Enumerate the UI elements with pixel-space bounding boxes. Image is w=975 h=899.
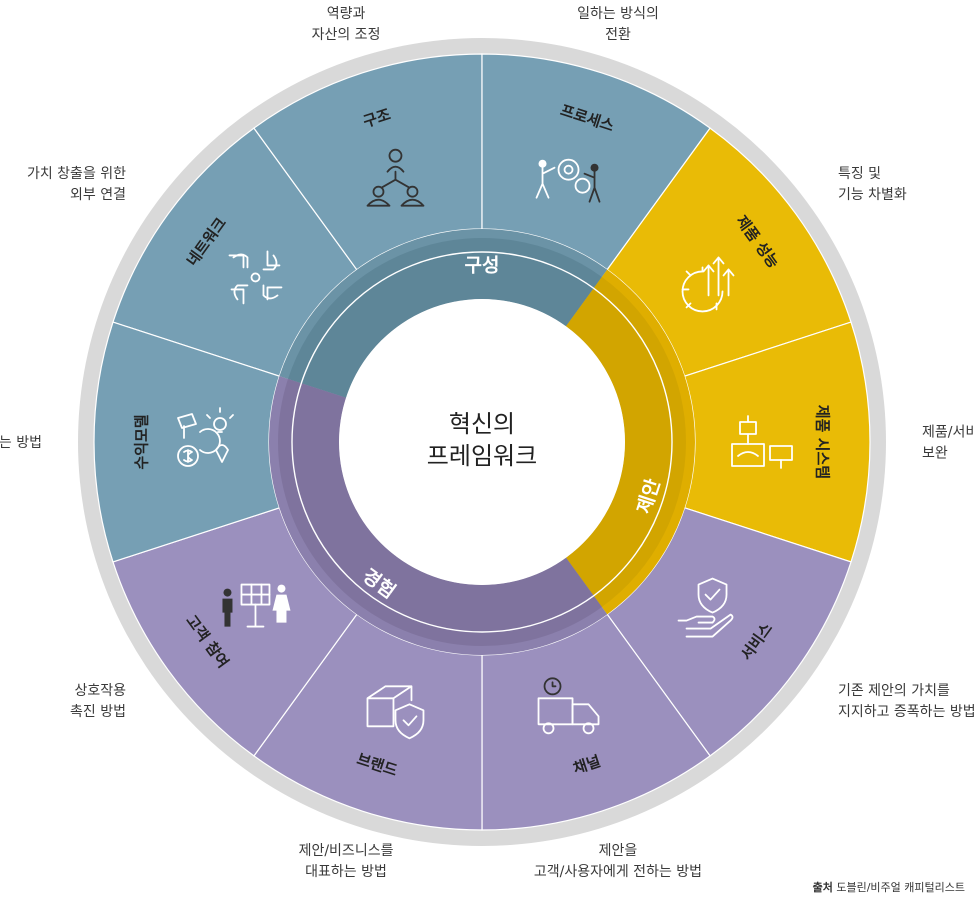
ring-label-1: 구성 [465,255,500,277]
gear-arrows-icon [681,256,735,313]
segment-description-5: 제품/서비스의 [922,425,975,441]
segment-description-2: 자산의 조정 [312,27,381,43]
org-structure-icon [366,148,425,207]
segment-description-10: 돈 버는 방법 [0,435,42,451]
money-cycle-icon [177,407,234,467]
hand-shield-icon [677,577,734,638]
segment-description-4: 기능 차별화 [838,187,907,203]
segment-description-9: 상호작용 [75,683,127,699]
segment-description-4: 특징 및 [838,166,881,182]
credit-source: 도블린/비주얼 캐피털리스트 [836,881,965,894]
segment-label-5: 제품 시스템 [814,405,832,479]
middle-ring-layer [269,229,695,655]
segment-description-7: 제안을 [599,843,638,859]
segment-description-8: 제안/비즈니스를 [299,843,394,859]
handshake-network-icon [228,250,283,305]
icons-layer [177,148,793,740]
ring-band-3 [277,378,602,647]
kiosk-people-icon [222,583,291,628]
segment-description-3: 일하는 방식의 [577,6,659,22]
segment-description-8: 대표하는 방법 [305,864,387,880]
ring-inner-line [291,251,673,633]
delivery-truck-icon [537,677,600,735]
ring-band-2 [566,276,686,608]
segment-description-6: 지지하고 증폭하는 방법 [838,704,975,720]
segment-description-7: 고객/사용자에게 전하는 방법 [534,864,702,880]
center-circle [339,299,625,585]
segment-description-1: 외부 연결 [70,187,126,203]
center-title-line2: 프레임워크 [427,442,537,470]
segment-description-1: 가치 창출을 위한 [27,166,126,182]
segment-description-2: 역량과 [327,6,366,22]
segment-description-6: 기존 제안의 가치를 [838,683,950,699]
segment-description-3: 전환 [605,27,631,43]
segment-label-10: 수익모델 [133,414,151,469]
segment-description-9: 촉진 방법 [70,704,126,720]
ring-band-1 [287,238,602,398]
box-shield-icon [366,685,425,740]
source-credit: 출처 도블린/비주얼 캐피털리스트 [813,879,965,895]
credit-label: 출처 [812,881,833,894]
people-gears-icon [535,158,601,203]
center-title-line1: 혁신의 [449,410,515,438]
segment-description-5: 보완 [922,446,948,462]
robot-arm-icon [731,415,793,469]
